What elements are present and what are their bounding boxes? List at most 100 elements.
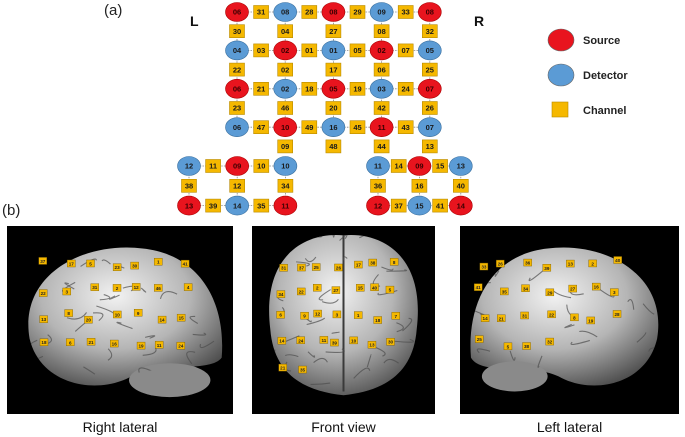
brain-channel-marker: 37 (38, 257, 48, 265)
brain-channel-label: 31 (281, 266, 287, 271)
source-06: 06 (225, 79, 249, 99)
brain-channel-marker: 39 (542, 264, 552, 272)
brain-channel-marker: 21 (497, 314, 506, 322)
brain-channel-label: 23 (115, 265, 121, 270)
brain-channel-marker: 11 (154, 341, 164, 349)
svg-text:43: 43 (402, 123, 410, 132)
svg-text:06: 06 (233, 8, 241, 17)
brain-channel-label: 19 (138, 344, 144, 349)
brain-channel-marker: 27 (568, 284, 577, 293)
brain-channel-marker: 2 (313, 284, 322, 292)
svg-text:01: 01 (329, 46, 337, 55)
svg-text:23: 23 (233, 104, 241, 113)
brain-channel-marker: 30 (130, 261, 139, 270)
svg-text:09: 09 (377, 8, 385, 17)
channel-09: 09 (277, 139, 294, 154)
svg-text:08: 08 (329, 8, 337, 17)
svg-text:18: 18 (305, 85, 313, 94)
brain-channel-marker: 31 (90, 283, 100, 291)
brain-channel-marker: 14 (480, 314, 490, 322)
brain-channel-marker: 5 (503, 342, 513, 351)
brain-channel-label: 2 (316, 286, 319, 291)
channel-49: 49 (301, 120, 318, 134)
brain-channel-label: 22 (41, 291, 47, 296)
brain-channel-marker: 18 (39, 338, 49, 346)
brain-channel-label: 33 (481, 265, 487, 270)
brain-channel-marker: 38 (368, 258, 377, 267)
source-02: 02 (273, 40, 298, 61)
svg-text:33: 33 (402, 8, 410, 17)
brain-channel-label: 35 (502, 289, 508, 294)
brain-channel-marker: 29 (545, 288, 555, 297)
svg-text:16: 16 (415, 182, 423, 191)
brain-channel-label: 32 (547, 340, 553, 345)
brain-channel-label: 34 (523, 286, 529, 291)
brain-channel-marker: 3 (610, 288, 619, 296)
channel-47: 47 (253, 120, 269, 134)
brain-channel-label: 24 (178, 344, 184, 349)
channel-marker (551, 101, 569, 118)
brain-channel-marker: 7 (391, 312, 401, 320)
brain-channel-label: 39 (332, 341, 338, 346)
svg-text:38: 38 (185, 182, 193, 191)
brain-channel-label: 38 (370, 261, 376, 266)
source-08: 08 (417, 2, 442, 22)
channel-18: 18 (301, 82, 318, 96)
svg-text:08: 08 (281, 8, 289, 17)
brain-channel-marker: 10 (349, 336, 358, 345)
channel-36: 36 (370, 179, 386, 193)
brain-channel-marker: 14 (277, 336, 287, 345)
source-12: 12 (366, 195, 390, 216)
brain-channel-label: 27 (333, 288, 339, 293)
source-06: 06 (225, 2, 249, 22)
channel-02: 02 (277, 62, 294, 77)
brain-channel-marker: 9 (133, 309, 143, 317)
svg-text:46: 46 (281, 104, 289, 113)
source-02: 02 (369, 40, 394, 61)
brain-channel-marker: 10 (113, 310, 122, 319)
panel-label-b: (b) (2, 202, 20, 219)
svg-text:24: 24 (402, 85, 411, 94)
brain-channel-marker: 19 (586, 316, 595, 325)
svg-text:13: 13 (185, 201, 193, 210)
brain-channel-label: 2 (591, 261, 594, 266)
brain-channel-label: 11 (157, 343, 162, 348)
source-09: 09 (225, 156, 249, 176)
brain-channel-marker: 1 (354, 311, 363, 319)
brain-channel-label: 3 (65, 290, 68, 295)
brain-channel-marker: 22 (38, 289, 48, 297)
brain-channel-marker: 31 (279, 264, 288, 272)
svg-text:13: 13 (426, 142, 434, 151)
brain-channel-label: 26 (498, 262, 504, 267)
brain-channel-marker: 36 (523, 258, 532, 267)
brain-channel-marker: 46 (154, 284, 163, 292)
svg-text:06: 06 (233, 85, 241, 94)
channel-19: 19 (349, 82, 366, 96)
brain-channel-label: 5 (89, 261, 92, 266)
svg-text:11: 11 (378, 123, 386, 132)
caption-left-lateral: Left lateral (537, 419, 602, 435)
brain-channel-marker: 22 (547, 310, 556, 319)
svg-text:27: 27 (329, 27, 337, 36)
svg-text:11: 11 (281, 201, 289, 210)
brain-channel-label: 24 (298, 338, 304, 343)
brain-channel-marker: 2 (112, 284, 122, 292)
detector-10: 10 (273, 156, 298, 176)
brain-channel-marker: 3 (332, 310, 342, 319)
svg-text:36: 36 (374, 182, 382, 191)
brain-channel-label: 8 (67, 311, 70, 316)
svg-text:13: 13 (457, 162, 465, 171)
channel-23: 23 (229, 101, 245, 115)
svg-text:32: 32 (426, 27, 434, 36)
source-13: 13 (177, 195, 201, 216)
brain-channel-label: 8 (573, 315, 576, 320)
brain-channel-marker: 24 (176, 341, 186, 350)
brain-channel-marker: 9 (300, 311, 309, 320)
brain-channel-marker: 24 (296, 336, 305, 344)
brain-channel-marker: 12 (313, 309, 322, 318)
source-marker (547, 28, 575, 52)
brain-channel-marker: 6 (276, 311, 285, 319)
svg-text:04: 04 (281, 27, 290, 36)
